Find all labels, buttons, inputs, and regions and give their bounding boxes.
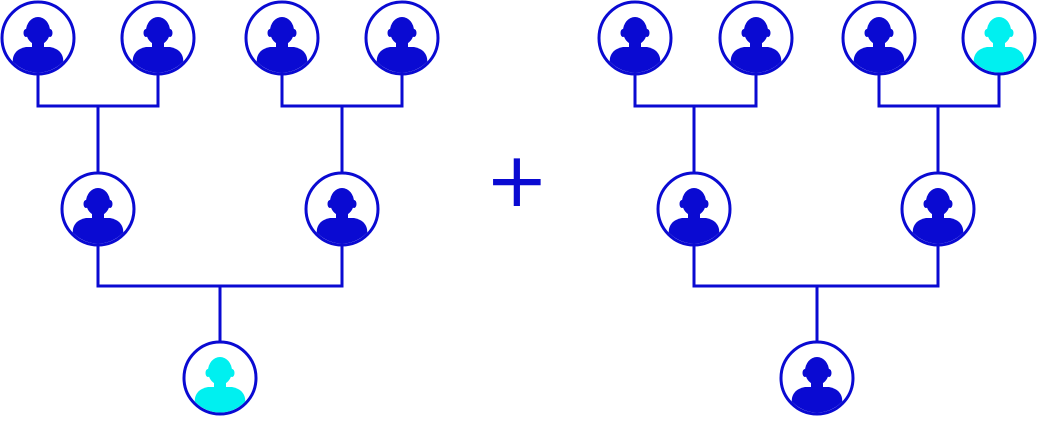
right-tree-parent-2 — [900, 171, 976, 247]
right-tree-child — [779, 340, 855, 416]
right-tree-grandparent-3 — [841, 0, 917, 76]
left-tree-child — [182, 340, 258, 416]
right-tree-grandparent-4 — [961, 0, 1037, 76]
left-tree-grandparent-2 — [120, 0, 196, 76]
plus-operator: + — [485, 135, 549, 224]
right-tree-connectors — [633, 72, 1001, 344]
left-tree-connectors — [36, 72, 404, 344]
right-tree-grandparent-1 — [597, 0, 673, 76]
left-tree-grandparent-3 — [244, 0, 320, 76]
right-tree-grandparent-2 — [718, 0, 794, 76]
left-tree-grandparent-1 — [0, 0, 76, 76]
right-tree-parent-1 — [656, 171, 732, 247]
left-tree-parent-1 — [60, 171, 136, 247]
left-tree-grandparent-4 — [364, 0, 440, 76]
left-tree-parent-2 — [304, 171, 380, 247]
